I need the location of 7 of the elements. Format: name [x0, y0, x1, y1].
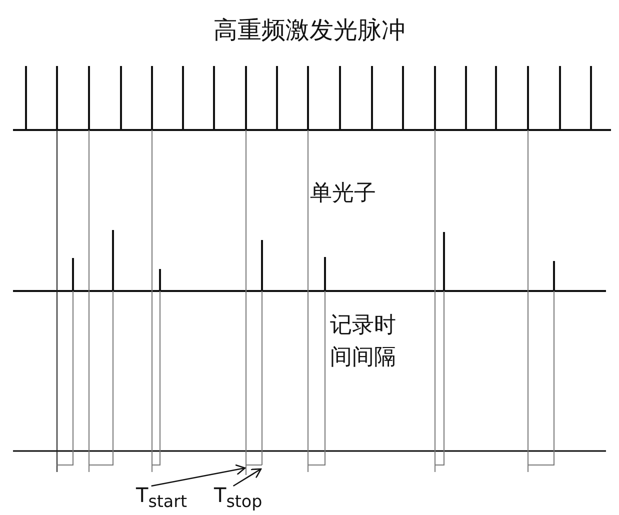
annotation-text: 记录时间间隔 [330, 312, 397, 372]
timestamp-label: T$_{stop}$ [214, 485, 262, 511]
annotation-text: 单光子 [310, 180, 377, 208]
leader-arrow [151, 464, 246, 487]
timestamp-label: T$_{start}$ [136, 485, 188, 511]
leader-arrow [232, 468, 262, 487]
diagram-title: 高重频激发光脉冲 [212, 15, 406, 46]
